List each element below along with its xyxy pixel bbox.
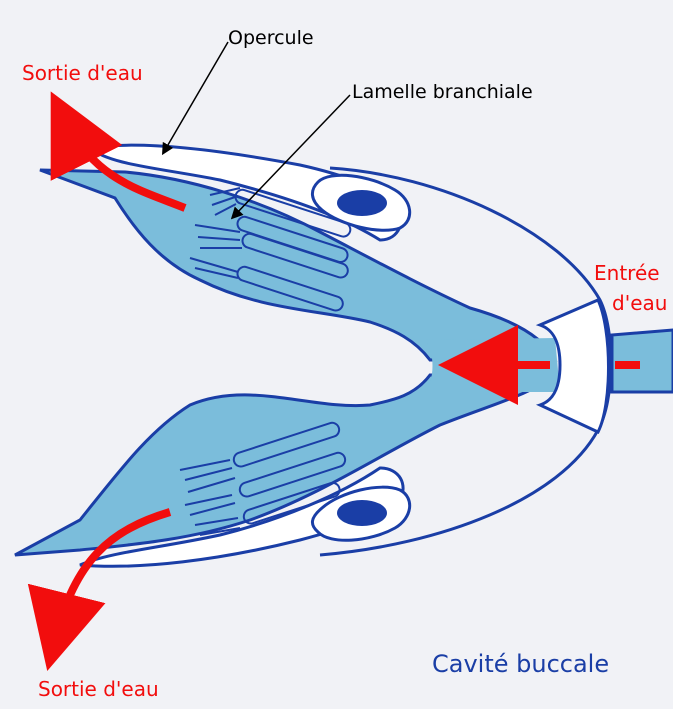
pointer-operculum [165, 42, 228, 150]
label-water-in-line1: Entrée [594, 261, 660, 285]
label-water-out-bottom: Sortie d'eau [38, 677, 159, 701]
eye-bottom [312, 487, 409, 540]
label-buccal-cavity: Cavité buccale [432, 650, 609, 678]
eye-top [312, 175, 409, 230]
label-operculum: Opercule [228, 27, 314, 49]
label-gill-lamella: Lamelle branchiale [352, 81, 533, 103]
label-water-in-line2: d'eau [612, 291, 667, 315]
label-water-out-top: Sortie d'eau [22, 61, 143, 85]
